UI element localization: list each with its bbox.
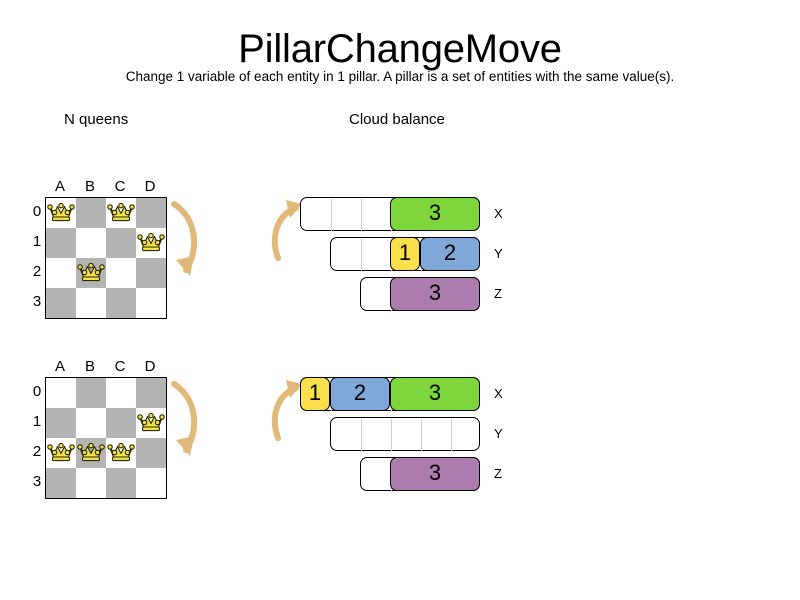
queen-icon: [47, 202, 75, 222]
queen-icon: [137, 412, 165, 432]
chessboard-grid: [45, 197, 167, 319]
board-column-label-c: C: [114, 178, 126, 195]
board-cell-a0[interactable]: [46, 198, 76, 228]
board-column-label-d: D: [144, 178, 156, 195]
board-cell-b3[interactable]: [76, 468, 106, 498]
cloud-bar-cell-divider: [451, 419, 452, 451]
board-row-labels: 0 1 2 3: [30, 377, 45, 497]
board-cell-a0[interactable]: [46, 378, 76, 408]
board-row-label-2: 2: [32, 263, 42, 280]
cloud-transition-arrow-icon: [271, 200, 302, 261]
cloud-process-block-2[interactable]: 2: [330, 377, 390, 411]
cloud-computer-label-z: Z: [494, 286, 502, 301]
cloud-computer-label-y: Y: [494, 246, 503, 261]
cloud-process-block-1[interactable]: 1: [390, 237, 420, 271]
board-cell-b2[interactable]: [76, 258, 106, 288]
queen-icon: [47, 442, 75, 462]
board-column-label-d: D: [144, 358, 156, 375]
cloud-process-block-3[interactable]: 3: [390, 457, 480, 491]
cloud-computer-label-z: Z: [494, 466, 502, 481]
cloud-process-block-3[interactable]: 3: [390, 377, 480, 411]
board-cell-d1[interactable]: [136, 408, 166, 438]
board-cell-a1[interactable]: [46, 408, 76, 438]
board-cell-a2[interactable]: [46, 438, 76, 468]
board-cell-d0[interactable]: [136, 378, 166, 408]
board-cell-b0[interactable]: [76, 198, 106, 228]
cloud-computer-label-y: Y: [494, 426, 503, 441]
queen-icon: [107, 202, 135, 222]
board-column-label-b: B: [84, 358, 95, 375]
board-column-label-a: A: [54, 358, 65, 375]
queen-icon: [77, 262, 105, 282]
board-column-label-c: C: [114, 358, 126, 375]
board-cell-d2[interactable]: [136, 438, 166, 468]
cloud-bar-cell-divider: [331, 199, 332, 231]
queen-icon: [77, 442, 105, 462]
section-heading-nqueens: N queens: [64, 111, 129, 128]
cloud-computer-label-x: X: [494, 206, 503, 221]
board-row-label-3: 3: [32, 293, 42, 310]
queen-icon: [107, 442, 135, 462]
cloud-bar-cell-divider: [361, 239, 362, 271]
cloud-process-block-3[interactable]: 3: [390, 277, 480, 311]
cloud-process-block-2[interactable]: 2: [420, 237, 480, 271]
board-cell-a3[interactable]: [46, 288, 76, 318]
board-cell-d0[interactable]: [136, 198, 166, 228]
board-row-label-0: 0: [32, 383, 42, 400]
board-row-label-1: 1: [32, 413, 42, 430]
board-cell-c3[interactable]: [106, 288, 136, 318]
cloud-bar-y: Y: [330, 417, 503, 451]
board-column-label-a: A: [54, 178, 65, 195]
board-cell-a2[interactable]: [46, 258, 76, 288]
board-cell-c1[interactable]: [106, 408, 136, 438]
board-row-labels: 0 1 2 3: [30, 197, 45, 317]
board-column-labels: A B C D: [45, 358, 165, 378]
board-column-labels: A B C D: [45, 178, 165, 198]
page-subtitle: Change 1 variable of each entity in 1 pi…: [125, 69, 675, 84]
cloud-bar-cell-divider: [361, 419, 362, 451]
board-row-label-3: 3: [32, 473, 42, 490]
board-column-label-b: B: [84, 178, 95, 195]
board-cell-c1[interactable]: [106, 228, 136, 258]
page-title: PillarChangeMove: [238, 27, 562, 71]
board-cell-d2[interactable]: [136, 258, 166, 288]
board-cell-d1[interactable]: [136, 228, 166, 258]
board-cell-c3[interactable]: [106, 468, 136, 498]
cloud-transition-arrow-bottom-icon: [271, 380, 302, 441]
board-cell-c2[interactable]: [106, 258, 136, 288]
board-cell-a3[interactable]: [46, 468, 76, 498]
cloud-bar-cell-divider: [361, 199, 362, 231]
cloud-process-block-1[interactable]: 1: [300, 377, 330, 411]
cloud-computer-label-x: X: [494, 386, 503, 401]
board-cell-d3[interactable]: [136, 468, 166, 498]
board-cell-b0[interactable]: [76, 378, 106, 408]
board-cell-d3[interactable]: [136, 288, 166, 318]
chessboard-grid: [45, 377, 167, 499]
board-cell-c0[interactable]: [106, 198, 136, 228]
board-cell-b1[interactable]: [76, 228, 106, 258]
board-cell-c0[interactable]: [106, 378, 136, 408]
board-row-label-1: 1: [32, 233, 42, 250]
cloud-bar-cell-divider: [421, 419, 422, 451]
board-cell-b1[interactable]: [76, 408, 106, 438]
board-cell-b2[interactable]: [76, 438, 106, 468]
nqueens-transition-arrow-bottom-icon: [171, 381, 198, 456]
cloud-bar-outline: [330, 417, 480, 451]
cloud-process-block-3[interactable]: 3: [390, 197, 480, 231]
queen-icon: [137, 232, 165, 252]
board-row-label-2: 2: [32, 443, 42, 460]
board-cell-a1[interactable]: [46, 228, 76, 258]
nqueens-transition-arrow-icon: [171, 201, 198, 276]
board-cell-b3[interactable]: [76, 288, 106, 318]
board-cell-c2[interactable]: [106, 438, 136, 468]
cloud-bar-cell-divider: [391, 419, 392, 451]
section-heading-cloud: Cloud balance: [349, 111, 445, 128]
board-row-label-0: 0: [32, 203, 42, 220]
